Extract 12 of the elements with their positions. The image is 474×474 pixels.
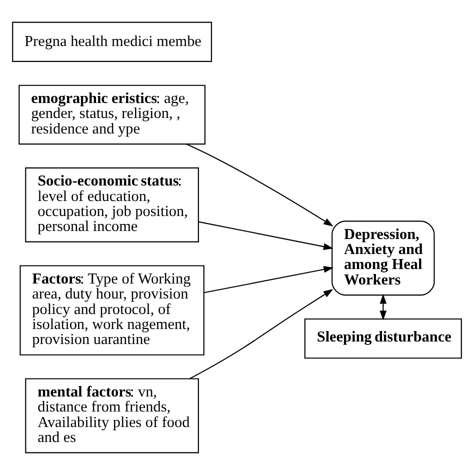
node-box: Factors: Type of Working area, duty hour, provision policy and protocol, of isolation, work nagement, provision uarantine: [20, 264, 204, 355]
arrow: [186, 143, 334, 226]
arrow: [190, 288, 334, 379]
arrow: [198, 220, 334, 250]
node-box: mental factors: vn, distance from friends, Availability plies of food and es: [25, 378, 199, 453]
node-box: Sleeping disturbance: [304, 318, 462, 358]
node-box: Depression, Anxiety and among Heal Workers: [332, 220, 435, 296]
arrow: [380, 293, 387, 320]
node-box: emographic eristics: age, gender, status, religion, , residence and ype: [18, 84, 206, 144]
node-box: Pregna health medici membe: [12, 21, 212, 62]
arrow: [204, 266, 334, 293]
node-box: Socio-economic status: level of education, occupation, job position, personal income: [25, 166, 199, 242]
